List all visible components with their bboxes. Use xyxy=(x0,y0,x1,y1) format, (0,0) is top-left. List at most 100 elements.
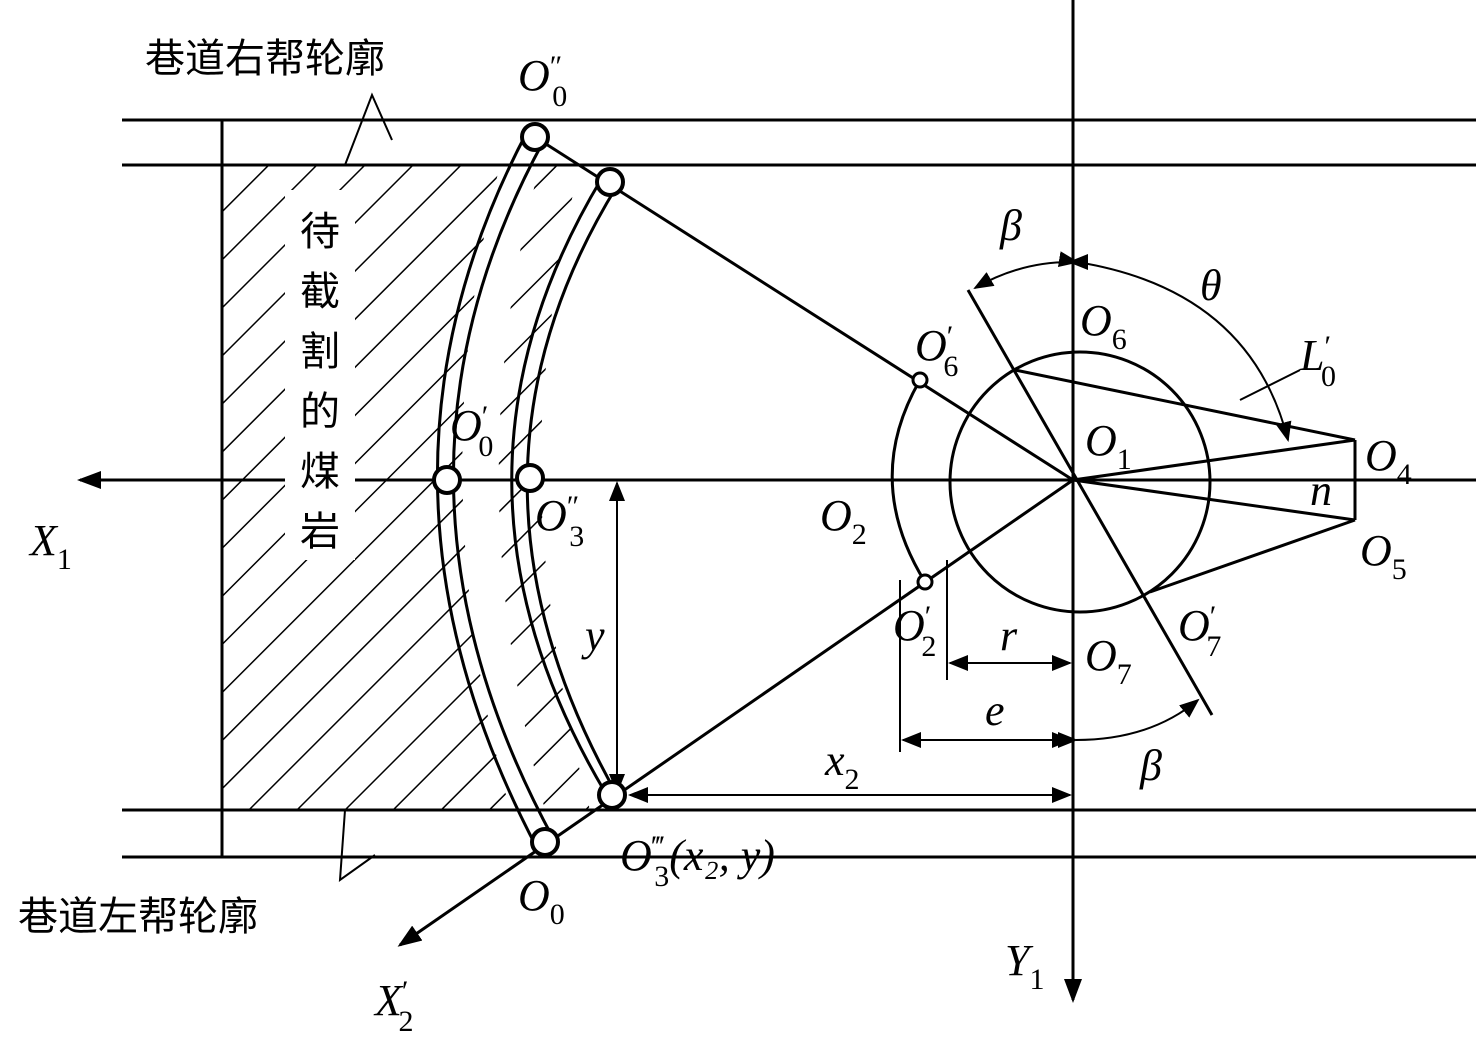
point-o0-double-prime xyxy=(520,122,550,152)
svg-text:待: 待 xyxy=(300,209,340,255)
label-subscript: 2 xyxy=(921,630,936,663)
label-X1: X1 xyxy=(28,516,72,576)
label-main: n xyxy=(1310,466,1332,515)
label-O0-double-prime: O″0 xyxy=(518,50,567,113)
label-O5: O5 xyxy=(1360,526,1407,586)
label-theta: θ xyxy=(1200,261,1222,310)
label-O0: O0 xyxy=(518,871,565,931)
label-main: β xyxy=(1139,741,1162,790)
point-o3-double-prime xyxy=(515,463,545,493)
point-o6-prime xyxy=(911,371,929,389)
svg-text:割: 割 xyxy=(300,329,340,375)
right-wall-leader xyxy=(344,92,393,166)
label-main: x xyxy=(824,736,845,785)
label-main: O xyxy=(450,401,482,450)
label-main: O xyxy=(1085,631,1117,680)
label-main: O xyxy=(535,491,567,540)
label-beta-bottom: β xyxy=(1139,741,1162,790)
label-main: e xyxy=(985,686,1005,735)
label-O6-prime: O′6 xyxy=(915,320,958,383)
point-o0-prime xyxy=(432,465,462,495)
label-subscript: 0 xyxy=(478,430,493,463)
label-O3-triple-prime: O‴3(x₂, y) xyxy=(620,830,775,893)
label-subscript: 3 xyxy=(654,860,669,893)
label-prime: ″ xyxy=(550,50,563,83)
label-n: n xyxy=(1310,466,1332,515)
label-x2: x2 xyxy=(824,736,860,796)
theta-arc xyxy=(1057,251,1292,442)
label-e: e xyxy=(985,686,1005,735)
label-main: O xyxy=(1080,296,1112,345)
tilt-axis xyxy=(966,289,1214,716)
tangent-top xyxy=(1014,368,1356,442)
label-O1: O1 xyxy=(1085,416,1132,476)
label-prime: ′ xyxy=(1210,600,1217,633)
svg-text:煤: 煤 xyxy=(300,449,340,495)
label-subscript: 0 xyxy=(1321,360,1336,393)
left-wall-label: 巷道左帮轮廓 xyxy=(18,894,258,940)
label-main: X xyxy=(373,976,404,1025)
label-subscript: 6 xyxy=(1112,323,1127,356)
label-O7-prime: O′7 xyxy=(1178,600,1221,663)
label-main: r xyxy=(1000,611,1018,660)
svg-text:截: 截 xyxy=(300,269,340,315)
label-O6: O6 xyxy=(1080,296,1127,356)
label-main: θ xyxy=(1200,261,1222,310)
beta-bottom-arc xyxy=(1057,698,1200,749)
label-main: O xyxy=(820,491,852,540)
label-prime: ′ xyxy=(402,975,409,1008)
o1-o5-line xyxy=(1072,478,1356,522)
label-main: β xyxy=(999,201,1022,250)
label-subscript: 6 xyxy=(943,350,958,383)
coal-rock-label: 待 截 割 的 煤 岩 xyxy=(285,190,355,560)
label-main: O xyxy=(620,831,652,880)
point-o3-triple-prime xyxy=(597,780,627,810)
label-O3-double-prime: O″3 xyxy=(535,490,584,553)
label-y: y xyxy=(581,611,605,660)
label-subscript: 7 xyxy=(1206,630,1221,663)
label-prime: ′ xyxy=(1324,330,1331,363)
tangent-bottom xyxy=(1149,518,1356,594)
label-X2-prime: X′2 xyxy=(373,975,413,1038)
label-O0-prime: O′0 xyxy=(450,400,493,463)
label-L0-prime: L′0 xyxy=(1299,330,1336,393)
label-subscript: 1 xyxy=(1117,443,1132,476)
o1-o4-line xyxy=(1072,438,1356,482)
left-wall-leader xyxy=(338,809,376,883)
label-subscript: 5 xyxy=(1392,553,1407,586)
label-main: O xyxy=(1365,431,1397,480)
label-main: L xyxy=(1299,331,1324,380)
cut-zone-hatch xyxy=(498,165,590,810)
label-prime: ′ xyxy=(482,400,489,433)
label-subscript: 4 xyxy=(1397,458,1412,491)
label-main: O xyxy=(915,321,947,370)
arm-bottom xyxy=(397,478,1074,947)
inner-cut-arc-a xyxy=(510,177,607,793)
label-main: Y xyxy=(1005,936,1034,985)
label-main: O xyxy=(518,51,550,100)
label-subscript: 1 xyxy=(1029,963,1044,996)
label-prime: ′ xyxy=(925,600,932,633)
label-subscript: 0 xyxy=(550,898,565,931)
coal-rock-hatch xyxy=(222,165,510,810)
label-main: X xyxy=(28,516,59,565)
label-main: y xyxy=(581,611,605,660)
label-subscript: 1 xyxy=(57,543,72,576)
beta-top-arc xyxy=(973,253,1089,290)
label-beta-top: β xyxy=(999,201,1022,250)
label-prime: ″ xyxy=(567,490,580,523)
label-main: O xyxy=(1085,416,1117,465)
label-subscript: 7 xyxy=(1117,658,1132,691)
point-o3-upper xyxy=(595,167,625,197)
label-subscript: 0 xyxy=(552,80,567,113)
o2-arc xyxy=(890,379,927,583)
label-main: O xyxy=(1178,601,1210,650)
label-Y1: Y1 xyxy=(1005,936,1044,996)
right-wall-label: 巷道右帮轮廓 xyxy=(145,36,385,82)
label-main: O xyxy=(518,871,550,920)
label-O2: O2 xyxy=(820,491,867,551)
label-r: r xyxy=(1000,611,1018,660)
